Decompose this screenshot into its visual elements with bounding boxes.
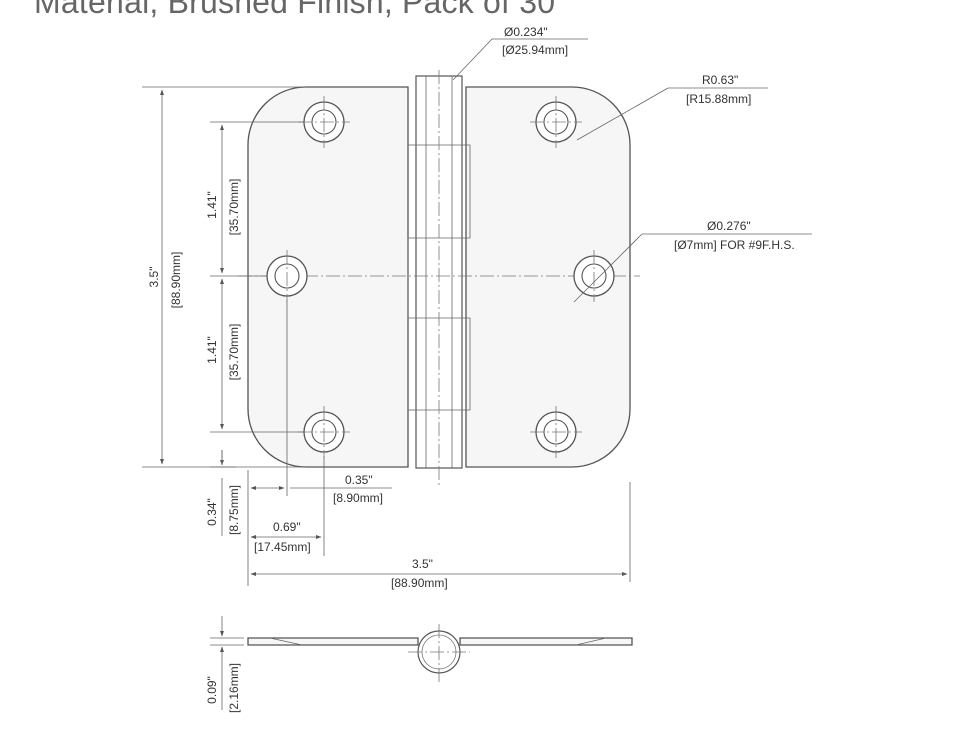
screw-hole-top-right [530,96,582,148]
dim-edge-to-hole: 0.34" [8.75mm] [205,450,241,536]
left-leaf [247,86,409,468]
dim-hole-diameter: Ø0.276" [Ø7mm] FOR #9F.H.S. [573,219,812,303]
hole-diameter-in-label: Ø0.276" [707,219,751,233]
dim-hole-spacing: 1.41" [35.70mm] 1.41" [35.70mm] [205,121,304,433]
screw-hole-bottom-right [530,406,582,458]
hole-offset-mm-label: [8.90mm] [333,491,383,505]
hinge-front-view [238,70,640,486]
dim-thickness: 0.09" [2.16mm] [205,616,244,713]
pin-diameter-in-label: Ø0.234" [504,25,548,39]
hole-spacing-upper-in-label: 1.41" [205,191,219,219]
corner-radius-mm-label: [R15.88mm] [686,92,751,106]
dim-overall-height: 3.5" [88.90mm] [142,86,306,468]
hole-spacing-lower-in-label: 1.41" [205,336,219,364]
screw-hole-middle-right [573,250,615,302]
middle-hole-offset-in-label: 0.69" [273,520,301,534]
edge-to-hole-mm-label: [8.75mm] [227,485,241,535]
screw-hole-middle-left [266,250,308,302]
pin-diameter-mm-label: [Ø25.94mm] [502,43,568,57]
hole-offset-in-label: 0.35" [345,473,373,487]
thickness-mm-label: [2.16mm] [227,663,241,713]
overall-width-mm-label: [88.90mm] [391,576,448,590]
hole-diameter-mm-label: [Ø7mm] FOR #9F.H.S. [674,238,795,252]
right-leaf [465,86,631,468]
page-title: Material, Brushed Finish, Pack of 30 [34,0,556,20]
dim-overall-width: 3.5" [88.90mm] [250,482,631,590]
screw-hole-top-left [298,96,350,148]
dim-hole-offsets: 0.35" [8.90mm] 0.69" [17.45mm] [247,300,392,586]
dim-pin-diameter: Ø0.234" [Ø25.94mm] [452,25,588,81]
dim-corner-radius: R0.63" [R15.88mm] [576,73,768,141]
edge-to-hole-in-label: 0.34" [205,498,219,526]
overall-height-mm-label: [88.90mm] [169,252,183,309]
corner-radius-in-label: R0.63" [702,73,738,87]
overall-height-in-label: 3.5" [147,267,161,288]
hole-spacing-upper-mm-label: [35.70mm] [227,179,241,236]
hinge-side-view [247,624,633,684]
overall-width-in-label: 3.5" [412,557,433,571]
thickness-in-label: 0.09" [205,676,219,704]
screw-holes [266,96,615,458]
middle-hole-offset-mm-label: [17.45mm] [254,540,311,554]
hole-spacing-lower-mm-label: [35.70mm] [227,324,241,381]
